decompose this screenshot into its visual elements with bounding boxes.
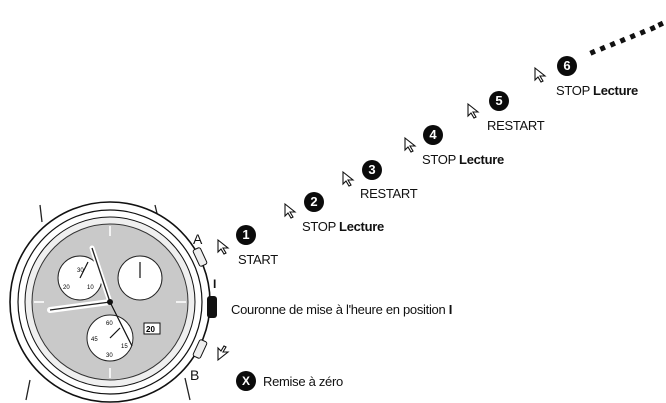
continuation-dots bbox=[589, 20, 664, 56]
crown-position-label: I bbox=[213, 277, 217, 291]
pusher-a-label: A bbox=[193, 231, 203, 247]
subdial-bottom-tick-45: 45 bbox=[91, 337, 98, 343]
step-badge: 6 bbox=[557, 56, 577, 76]
step-label: STOP Lecture bbox=[556, 83, 638, 98]
bezel-outer bbox=[17, 209, 203, 395]
step-label: STOP Lecture bbox=[302, 219, 384, 234]
strap-bottom bbox=[25, 377, 191, 401]
subdial-bottom-tick-30: 30 bbox=[106, 353, 113, 359]
subdial-left-tick-20: 20 bbox=[63, 285, 70, 291]
step-badge: 2 bbox=[304, 192, 324, 212]
pusher-a[interactable] bbox=[192, 247, 208, 267]
date-value: 20 bbox=[146, 325, 155, 334]
reset-label: Remise à zéro bbox=[263, 374, 343, 389]
subdial-left-hand bbox=[79, 261, 89, 279]
subdial-bottom-tick-60: 60 bbox=[106, 321, 113, 327]
main-hands bbox=[47, 245, 133, 347]
crown[interactable] bbox=[207, 296, 217, 318]
step-badge: 4 bbox=[423, 125, 443, 145]
step-badge: 3 bbox=[362, 160, 382, 180]
press-pointer-icon bbox=[404, 136, 417, 153]
hour-markers bbox=[34, 226, 186, 378]
press-pointer-icon bbox=[284, 202, 297, 219]
step-label: RESTART bbox=[360, 186, 418, 201]
step-label: RESTART bbox=[487, 118, 545, 133]
pusher-b-label: B bbox=[190, 367, 200, 383]
press-pointer-icon bbox=[217, 345, 230, 362]
pusher-b[interactable] bbox=[192, 339, 208, 359]
date-window bbox=[143, 322, 161, 335]
press-pointer-icon bbox=[534, 66, 547, 83]
step-badge: 5 bbox=[489, 91, 509, 111]
press-pointer-icon bbox=[217, 238, 230, 255]
press-pointer-icon bbox=[342, 170, 355, 187]
step-label: START bbox=[238, 252, 278, 267]
reset-badge: X bbox=[236, 371, 256, 391]
subdial-bottom-tick-15: 15 bbox=[121, 344, 128, 350]
crown-note: Couronne de mise à l'heure en position I bbox=[231, 302, 453, 317]
subdial-bottom-hand bbox=[109, 327, 121, 339]
step-label: STOP Lecture bbox=[422, 152, 504, 167]
press-pointer-icon bbox=[467, 102, 480, 119]
subdial-left-tick-30: 30 bbox=[77, 268, 84, 274]
subdial-left-tick-10: 10 bbox=[87, 285, 94, 291]
step-badge: 1 bbox=[236, 225, 256, 245]
cursor-icons bbox=[217, 66, 547, 362]
